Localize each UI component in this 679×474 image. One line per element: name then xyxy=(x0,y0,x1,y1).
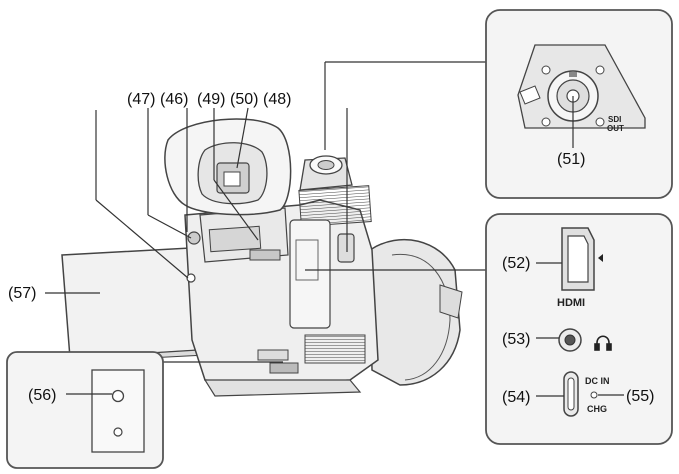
sdi-label-line2: OUT xyxy=(607,124,624,133)
viewfinder xyxy=(164,118,292,216)
camera-body xyxy=(184,155,463,397)
dc-in-label: DC IN xyxy=(585,376,610,386)
callout-57: (57) xyxy=(8,285,36,302)
hdmi-logo: HDMI xyxy=(557,297,585,309)
headphone-jack xyxy=(558,328,582,352)
sdi-label-line1: SDI xyxy=(608,115,621,124)
callout-53: (53) xyxy=(502,331,530,348)
callout-54: (54) xyxy=(502,389,530,406)
usb-c-port-icon xyxy=(563,371,579,417)
callout-56: (56) xyxy=(28,387,56,404)
lcd-monitor xyxy=(61,247,207,363)
terminals-inset-panel: HDMI DC IN CHG xyxy=(485,213,673,445)
charge-led xyxy=(590,391,598,399)
callout-49: (49) xyxy=(197,91,225,108)
callout-50: (50) xyxy=(230,91,258,108)
sdi-inset-panel: SDI OUT xyxy=(485,9,673,199)
headphones-icon xyxy=(594,335,612,351)
callout-51: (51) xyxy=(557,151,585,168)
bottom-inset-panel xyxy=(6,351,164,469)
callout-52: (52) xyxy=(502,255,530,272)
callout-48: (48) xyxy=(263,91,291,108)
chg-label: CHG xyxy=(587,404,607,414)
callout-labels: (47) (46) (49) (50) (48) (51) (52) (53) … xyxy=(8,91,654,406)
hdmi-port-icon xyxy=(561,227,603,291)
callout-46: (46) xyxy=(160,91,188,108)
callout-47: (47) xyxy=(127,91,155,108)
callout-55: (55) xyxy=(626,388,654,405)
leader-lines xyxy=(45,61,486,363)
